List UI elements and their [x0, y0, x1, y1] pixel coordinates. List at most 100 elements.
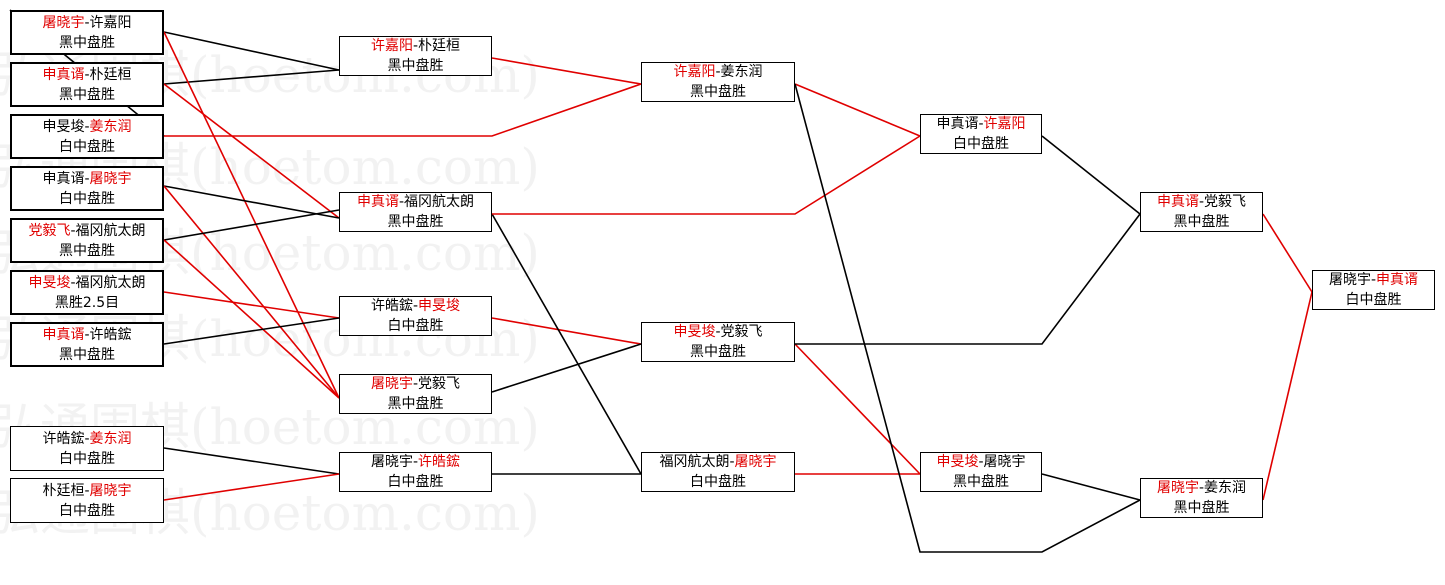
player-white: 许皓鋐 [418, 454, 461, 470]
separator: - [715, 324, 721, 340]
player-black: 屠晓宇 [1328, 272, 1371, 288]
match-result: 黑中盘胜 [387, 396, 444, 412]
match-box-round1-7: 申真谞-许皓鋐黑中盘胜 [10, 322, 164, 367]
player-black: 许皓鋐 [42, 430, 85, 447]
player-white: 屠晓宇 [89, 482, 132, 499]
match-result: 白中盘胜 [59, 138, 115, 155]
player-black: 屠晓宇 [1156, 480, 1199, 496]
match-box-round2-3: 许皓鋐-申旻埈白中盘胜 [339, 296, 492, 336]
player-white: 申旻埈 [418, 298, 461, 314]
connector-loser [163, 31, 340, 71]
match-players: 朴廷桓-屠晓宇 [42, 481, 131, 501]
match-players: 申真谞-许嘉阳 [936, 114, 1025, 134]
match-result: 黑中盘胜 [59, 34, 115, 51]
separator: - [412, 298, 419, 314]
separator: - [978, 454, 984, 470]
match-players: 申旻埈-屠晓宇 [936, 452, 1025, 472]
match-result: 白中盘胜 [59, 450, 115, 467]
match-result: 黑中盘胜 [690, 84, 746, 100]
match-box-round1-8: 许皓鋐-姜东润白中盘胜 [10, 426, 164, 471]
match-box-round1-3: 申旻埈-姜东润白中盘胜 [10, 114, 164, 159]
separator: - [84, 66, 90, 83]
match-players: 屠晓宇-许皓鋐 [371, 452, 460, 472]
match-players: 申真谞-许皓鋐 [42, 325, 131, 345]
match-box-round1-2: 申真谞-朴廷桓黑中盘胜 [10, 62, 164, 107]
match-players: 屠晓宇-党毅飞 [371, 374, 460, 394]
separator: - [1198, 480, 1205, 496]
match-result: 黑中盘胜 [690, 344, 746, 360]
player-white: 许嘉阳 [89, 14, 132, 31]
connector-winner [163, 31, 340, 399]
connector-winner [1262, 213, 1313, 293]
player-black: 申旻埈 [936, 454, 979, 470]
separator: - [1370, 272, 1377, 288]
separator: - [398, 194, 405, 210]
match-box-round4-1: 申真谞-许嘉阳白中盘胜 [920, 114, 1042, 154]
match-box-round1-5: 党毅飞-福冈航太朗黑中盘胜 [10, 218, 164, 263]
match-result: 黑胜2.5目 [54, 294, 120, 311]
player-black: 许嘉阳 [370, 38, 413, 54]
connector-loser [163, 317, 340, 345]
separator: - [729, 454, 735, 470]
player-white: 姜东润 [720, 64, 763, 80]
player-white: 福冈航太朗 [75, 222, 146, 239]
player-black: 申旻埈 [42, 118, 85, 135]
player-white: 屠晓宇 [89, 170, 132, 187]
match-result: 黑中盘胜 [1173, 500, 1230, 516]
connector-winner [491, 57, 642, 85]
player-white: 许皓鋐 [89, 326, 132, 343]
match-players: 党毅飞-福冈航太朗 [28, 221, 145, 241]
match-box-final-1: 屠晓宇-申真谞白中盘胜 [1312, 270, 1435, 310]
player-black: 申真谞 [1156, 194, 1199, 210]
separator: - [412, 38, 419, 54]
connector-loser [163, 185, 340, 219]
player-black: 申真谞 [936, 116, 979, 132]
connector-winner [163, 291, 340, 319]
match-box-round5-1: 申真谞-党毅飞黑中盘胜 [1140, 192, 1263, 232]
match-box-round2-4: 屠晓宇-党毅飞黑中盘胜 [339, 374, 492, 414]
match-box-round1-6: 申旻埈-福冈航太朗黑胜2.5目 [10, 270, 164, 315]
player-black: 申真谞 [42, 66, 85, 83]
connector-winner [492, 135, 921, 215]
match-players: 申旻埈-福冈航太朗 [28, 273, 145, 293]
match-players: 申真谞-朴廷桓 [42, 65, 131, 85]
separator: - [715, 64, 721, 80]
connector-winner [163, 239, 340, 399]
match-result: 黑中盘胜 [387, 58, 444, 74]
connector-winner [163, 83, 340, 219]
player-black: 朴廷桓 [42, 482, 85, 499]
player-black: 申旻埈 [673, 324, 716, 340]
match-result: 白中盘胜 [1345, 292, 1402, 308]
connector-loser [163, 69, 340, 85]
match-players: 许嘉阳-朴廷桓 [371, 36, 460, 56]
connector-winner [1262, 291, 1313, 501]
player-white: 姜东润 [1204, 480, 1247, 496]
match-box-round1-4: 申真谞-屠晓宇白中盘胜 [10, 166, 164, 211]
separator: - [84, 326, 90, 343]
match-result: 黑中盘胜 [59, 346, 115, 363]
player-black: 申旻埈 [28, 274, 71, 291]
match-box-round3-3: 福冈航太朗-屠晓宇白中盘胜 [641, 452, 795, 492]
match-box-round1-1: 屠晓宇-许嘉阳黑中盘胜 [10, 10, 164, 55]
match-box-round3-1: 许嘉阳-姜东润黑中盘胜 [641, 62, 795, 102]
connector-loser [163, 209, 340, 241]
player-white: 党毅飞 [1204, 194, 1247, 210]
player-white: 姜东润 [89, 430, 132, 447]
match-result: 白中盘胜 [690, 474, 746, 490]
player-white: 屠晓宇 [734, 454, 777, 470]
match-box-round2-5: 屠晓宇-许皓鋐白中盘胜 [339, 452, 492, 492]
connector-loser [795, 213, 1141, 345]
separator: - [84, 170, 90, 187]
match-result: 黑中盘胜 [387, 214, 444, 230]
match-players: 申真谞-党毅飞 [1157, 192, 1246, 212]
match-players: 许嘉阳-姜东润 [673, 62, 762, 82]
player-white: 党毅飞 [418, 376, 461, 392]
match-box-round2-1: 许嘉阳-朴廷桓黑中盘胜 [339, 36, 492, 76]
match-result: 黑中盘胜 [953, 474, 1009, 490]
player-white: 姜东润 [89, 118, 132, 135]
player-black: 许嘉阳 [673, 64, 716, 80]
match-result: 白中盘胜 [59, 502, 115, 519]
player-black: 申真谞 [356, 194, 399, 210]
separator: - [84, 430, 90, 447]
player-black: 福冈航太朗 [659, 454, 730, 470]
